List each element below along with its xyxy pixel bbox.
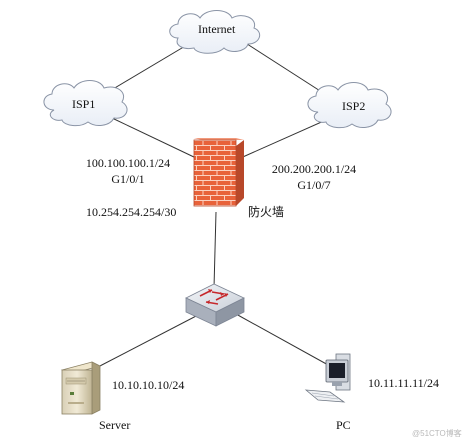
isp2-side-ip-label: 200.200.200.1/24 bbox=[271, 162, 357, 176]
internet-cloud-icon bbox=[169, 10, 261, 54]
isp2-label: ISP2 bbox=[342, 99, 366, 113]
link-switch-server bbox=[95, 313, 201, 369]
link-internet-isp2 bbox=[243, 41, 329, 97]
link-internet-isp1 bbox=[107, 41, 193, 93]
isp1-cloud-icon bbox=[43, 80, 128, 127]
firewall-label: 防火墙 bbox=[248, 205, 285, 219]
pc-ip-label: 10.11.11.11/24 bbox=[368, 376, 439, 390]
firewall-icon bbox=[193, 138, 244, 207]
server-icon bbox=[60, 361, 102, 415]
isp1-side-port-label: G1/0/1 bbox=[111, 172, 145, 186]
link-switch-pc bbox=[235, 313, 331, 367]
link-isp2-firewall bbox=[235, 119, 327, 161]
watermark: @51CTO博客 bbox=[412, 429, 462, 438]
pc-icon bbox=[304, 353, 351, 403]
link-firewall-switch bbox=[213, 211, 217, 289]
switch-icon bbox=[185, 283, 245, 327]
link-isp1-firewall bbox=[111, 117, 197, 159]
internet-label: Internet bbox=[198, 22, 236, 36]
isp2-side-port-label: G1/0/7 bbox=[297, 178, 331, 192]
lan-ip-label: 10.254.254.254/30 bbox=[86, 205, 177, 219]
server-ip-label: 10.10.10.10/24 bbox=[112, 378, 185, 392]
isp2-cloud-icon bbox=[307, 82, 392, 129]
isp1-side-ip-label: 100.100.100.1/24 bbox=[85, 156, 171, 170]
pc-label: PC bbox=[336, 418, 351, 432]
connection-lines bbox=[95, 41, 331, 369]
server-label: Server bbox=[99, 418, 131, 432]
isp1-label: ISP1 bbox=[72, 97, 96, 111]
